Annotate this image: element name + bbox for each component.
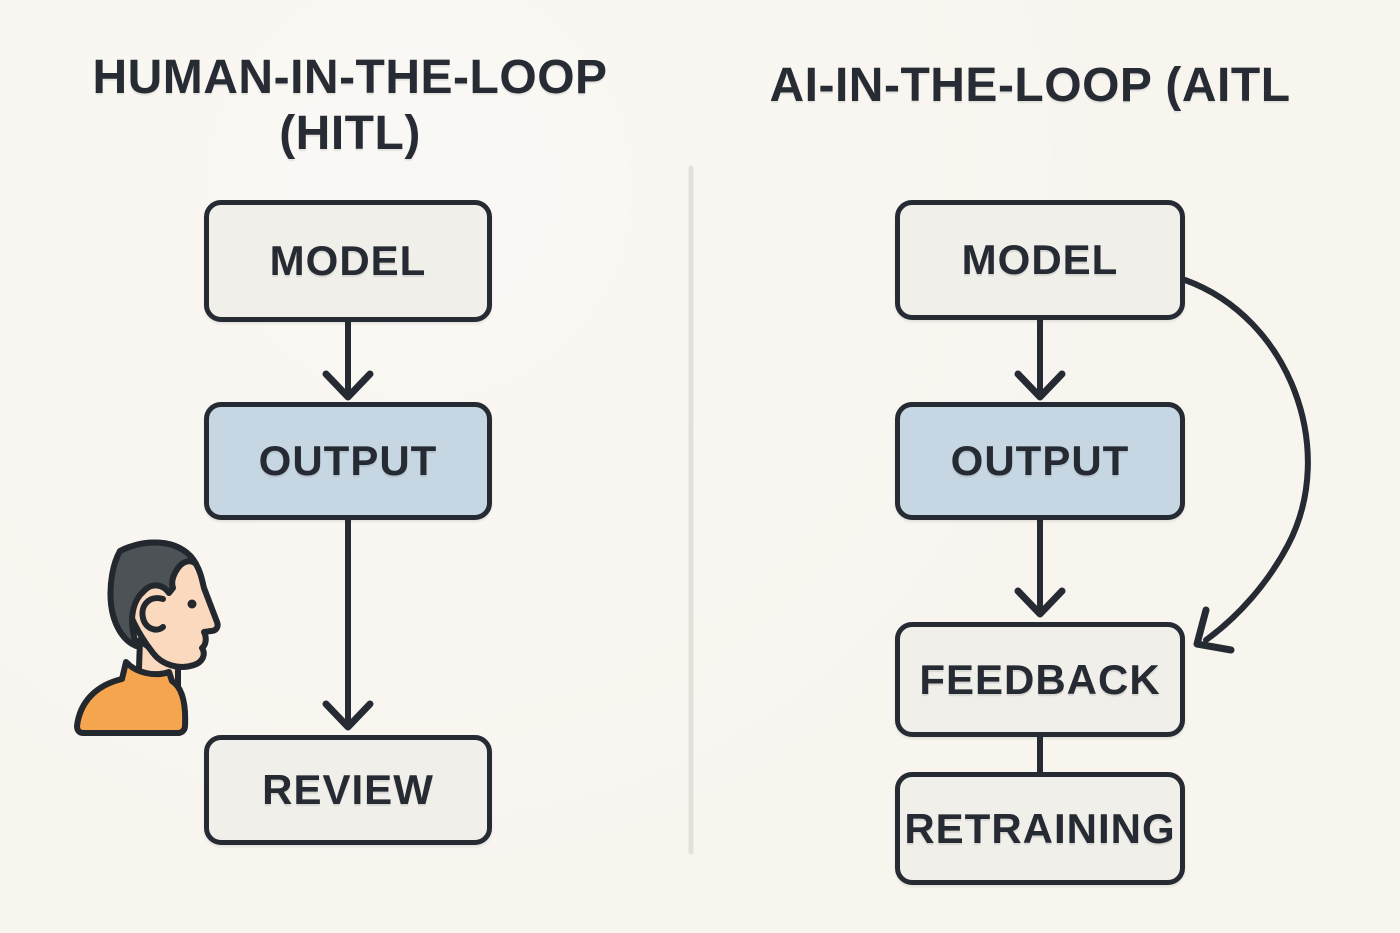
flow-node-model-left: MODEL (204, 200, 492, 322)
flow-node-retraining-right: RETRAINING (895, 772, 1185, 885)
arrow-left-model-to-output-icon (322, 319, 374, 401)
flow-node-review-left: REVIEW (204, 735, 492, 845)
flow-node-model-right: MODEL (895, 200, 1185, 320)
person-eye (187, 599, 197, 609)
arrow-right-model-to-output-icon (1014, 317, 1066, 401)
arrow-left-output-to-review-icon (322, 517, 374, 731)
flow-node-output-right: OUTPUT (895, 402, 1185, 520)
person-ear (139, 595, 166, 633)
left-panel-title: HUMAN-IN-THE-LOOP (HITL) (0, 50, 700, 162)
flow-node-output-left: OUTPUT (204, 402, 492, 520)
loop-arrow-model-to-feedback-icon (1182, 277, 1311, 654)
left-panel-title-line1: HUMAN-IN-THE-LOOP (92, 51, 608, 104)
human-reviewer-icon (74, 539, 221, 736)
person-shirt (74, 659, 189, 736)
right-panel-title-line1: AI-IN-THE-LOOP (AITL (769, 59, 1291, 112)
flow-node-feedback-right: FEEDBACK (895, 622, 1185, 737)
person-hair (107, 539, 199, 649)
arrow-right-output-to-feedback-icon (1014, 517, 1066, 618)
right-panel-title: AI-IN-THE-LOOP (AITL (700, 58, 1360, 114)
left-panel-title-line2: (HITL) (279, 107, 421, 160)
